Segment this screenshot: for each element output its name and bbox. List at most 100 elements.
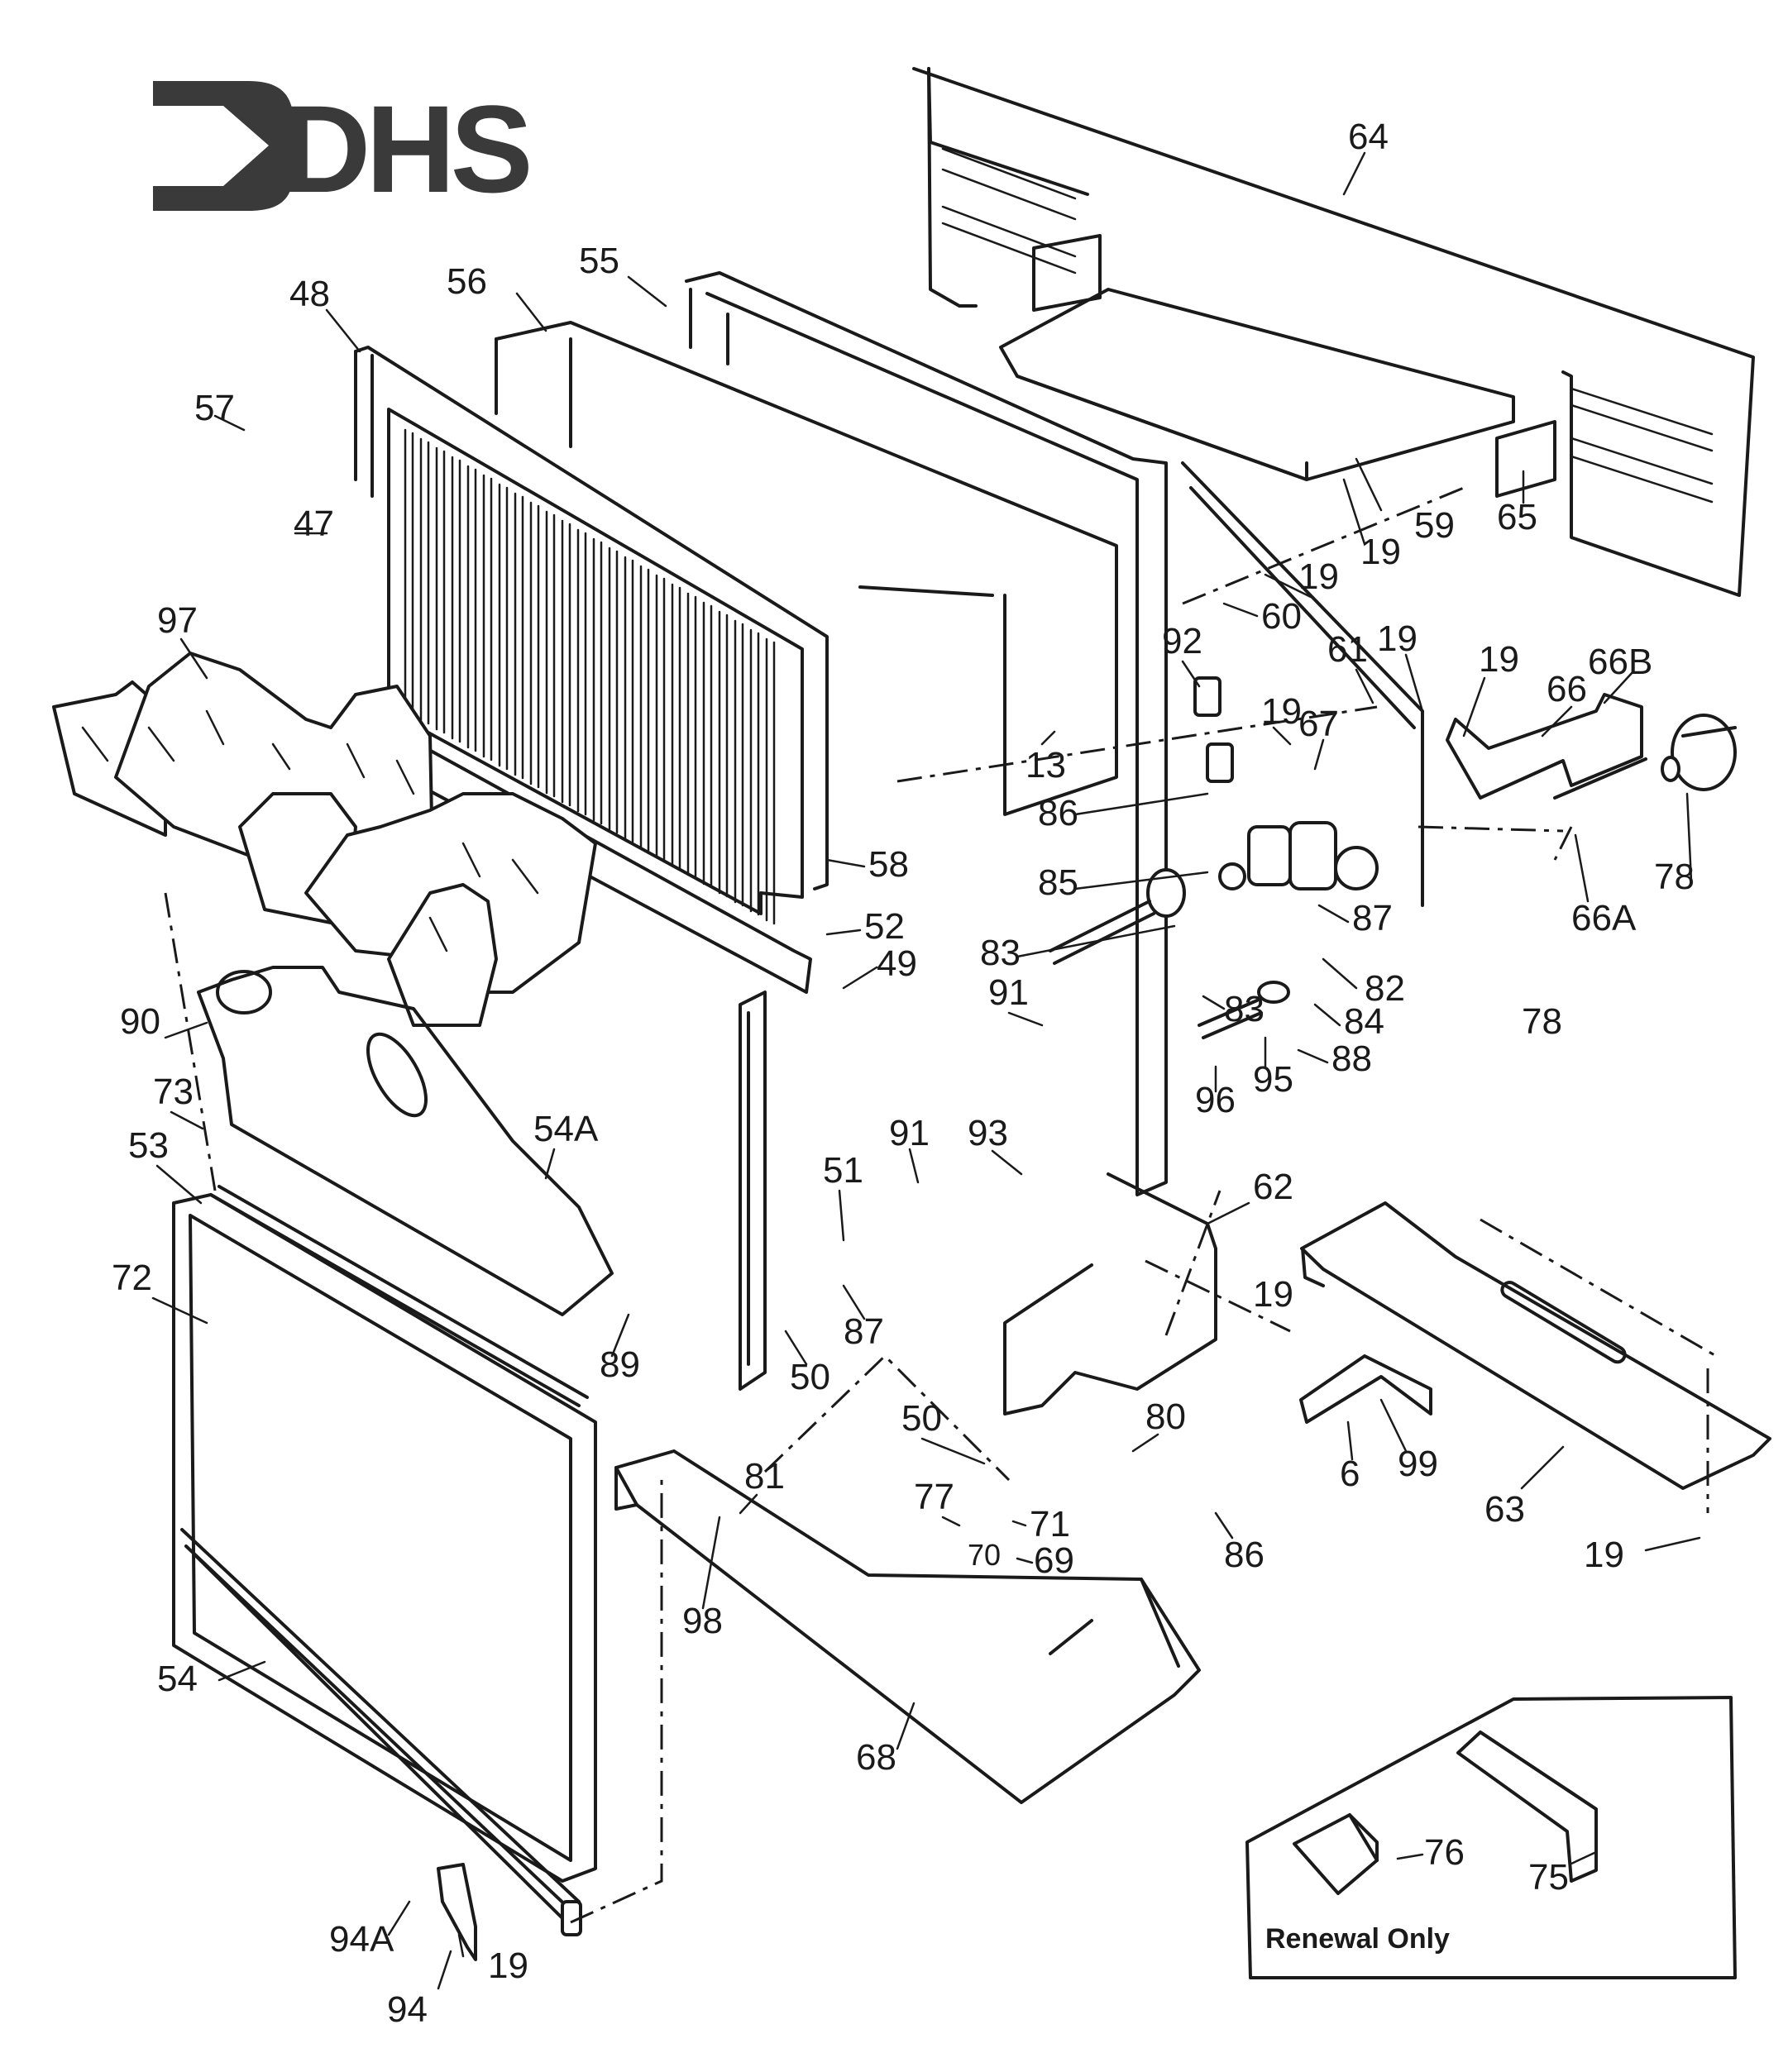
heat-exchanger-fin <box>435 446 446 734</box>
leader-line <box>1040 730 1056 746</box>
callout-66B: 66B <box>1588 642 1652 682</box>
leader-line <box>325 308 361 353</box>
heat-exchanger-fin <box>624 556 634 843</box>
part-63-shelf <box>1300 1201 1771 1490</box>
callout-94: 94 <box>387 1989 428 2030</box>
callout-13: 13 <box>1025 745 1066 785</box>
callout-89: 89 <box>600 1344 640 1385</box>
leader-line <box>1574 833 1590 903</box>
callout-59: 59 <box>1414 505 1455 546</box>
leader-line <box>1644 1536 1701 1552</box>
callout-75: 75 <box>1528 1857 1569 1898</box>
leader-line <box>1202 995 1226 1010</box>
leader-line <box>842 966 878 990</box>
callout-57: 57 <box>194 388 235 428</box>
callout-80: 80 <box>1145 1396 1186 1437</box>
leader-line <box>1272 726 1292 746</box>
callout-60: 60 <box>1261 596 1302 637</box>
leader-line <box>908 1148 920 1184</box>
leader-line <box>1016 924 1176 958</box>
callout-71: 71 <box>1030 1504 1070 1544</box>
heat-exchanger-fin <box>451 456 461 743</box>
callout-98: 98 <box>682 1601 723 1641</box>
leader-line <box>1313 738 1325 771</box>
part-48-front-frame <box>354 346 829 890</box>
heat-exchanger-fin <box>419 437 430 725</box>
front-side-post <box>739 991 767 1391</box>
part-64-back-panel <box>912 67 1755 597</box>
heat-exchanger-fin <box>734 619 744 907</box>
heat-exchanger-fin <box>749 628 760 916</box>
callout-47: 47 <box>294 504 334 544</box>
part-54-bottom-trim <box>180 1528 582 1936</box>
heat-exchanger-fins <box>404 428 776 925</box>
leader-line <box>838 1189 845 1242</box>
callout-91: 91 <box>889 1113 930 1153</box>
leader-line <box>170 1110 204 1130</box>
leader-line <box>179 637 208 680</box>
leader-line <box>544 1148 556 1180</box>
callout-85: 85 <box>1038 862 1078 903</box>
exploded-view-guides <box>164 486 1709 1924</box>
leader-line <box>1297 1048 1329 1064</box>
callout-84: 84 <box>1344 1001 1384 1042</box>
leader-line <box>1313 1003 1341 1027</box>
heat-exchanger-fin <box>529 501 540 789</box>
heat-exchanger-fin <box>498 483 509 771</box>
callout-19: 19 <box>1584 1535 1624 1575</box>
callout-82: 82 <box>1365 968 1405 1009</box>
leader-line <box>213 414 246 432</box>
callout-65: 65 <box>1497 497 1537 537</box>
gas-valve-assembly <box>1049 676 1379 1039</box>
leader-lines <box>151 151 1701 1990</box>
callout-54: 54 <box>157 1659 198 1699</box>
heat-exchanger-fin <box>514 492 524 780</box>
callout-19: 19 <box>1360 532 1401 572</box>
callout-95: 95 <box>1253 1059 1293 1100</box>
callout-67: 67 <box>1298 704 1339 744</box>
part-76-small-shield <box>1293 1813 1379 1895</box>
callout-48: 48 <box>289 274 330 314</box>
callout-92: 92 <box>1162 621 1202 661</box>
leader-line <box>1570 1850 1598 1865</box>
part-75-long-shield <box>1456 1731 1598 1883</box>
callout-83: 83 <box>980 933 1021 973</box>
callout-52: 52 <box>864 906 905 947</box>
leader-line <box>1011 1520 1027 1527</box>
dhs-logo: DHS <box>153 79 534 218</box>
leader-line <box>1355 457 1383 512</box>
logo-arrow-mark <box>153 81 294 211</box>
callout-64: 64 <box>1348 117 1389 157</box>
callout-69: 69 <box>1034 1540 1074 1581</box>
leader-line <box>1379 1398 1408 1453</box>
callout-6: 6 <box>1340 1454 1360 1494</box>
leader-line <box>627 275 667 308</box>
callout-83: 83 <box>1224 989 1265 1029</box>
callout-87: 87 <box>844 1311 884 1352</box>
callout-77: 77 <box>914 1477 954 1517</box>
heat-exchanger-fin <box>671 583 681 871</box>
callout-58: 58 <box>868 844 909 885</box>
heat-exchanger-fin <box>404 428 414 716</box>
renewal-only-caption: Renewal Only <box>1265 1923 1450 1955</box>
leader-line <box>1016 1557 1034 1564</box>
callout-50: 50 <box>790 1357 830 1397</box>
heat-exchanger-fin <box>639 565 650 852</box>
part-94-bracket <box>437 1863 477 1961</box>
callout-78: 78 <box>1522 1001 1562 1042</box>
part-99-bracket <box>1299 1354 1432 1424</box>
callout-49: 49 <box>877 943 917 984</box>
callout-19: 19 <box>1253 1274 1293 1315</box>
leader-line <box>784 1330 808 1366</box>
callout-72: 72 <box>112 1258 152 1298</box>
callout-99: 99 <box>1398 1444 1438 1484</box>
leader-line <box>437 1950 452 1990</box>
heat-exchanger-fin <box>765 637 776 925</box>
leader-line <box>1685 792 1693 882</box>
part-73-burner-base <box>197 966 614 1316</box>
callout-62: 62 <box>1253 1167 1293 1207</box>
callout-19: 19 <box>1479 639 1519 680</box>
leader-line <box>1322 957 1358 990</box>
